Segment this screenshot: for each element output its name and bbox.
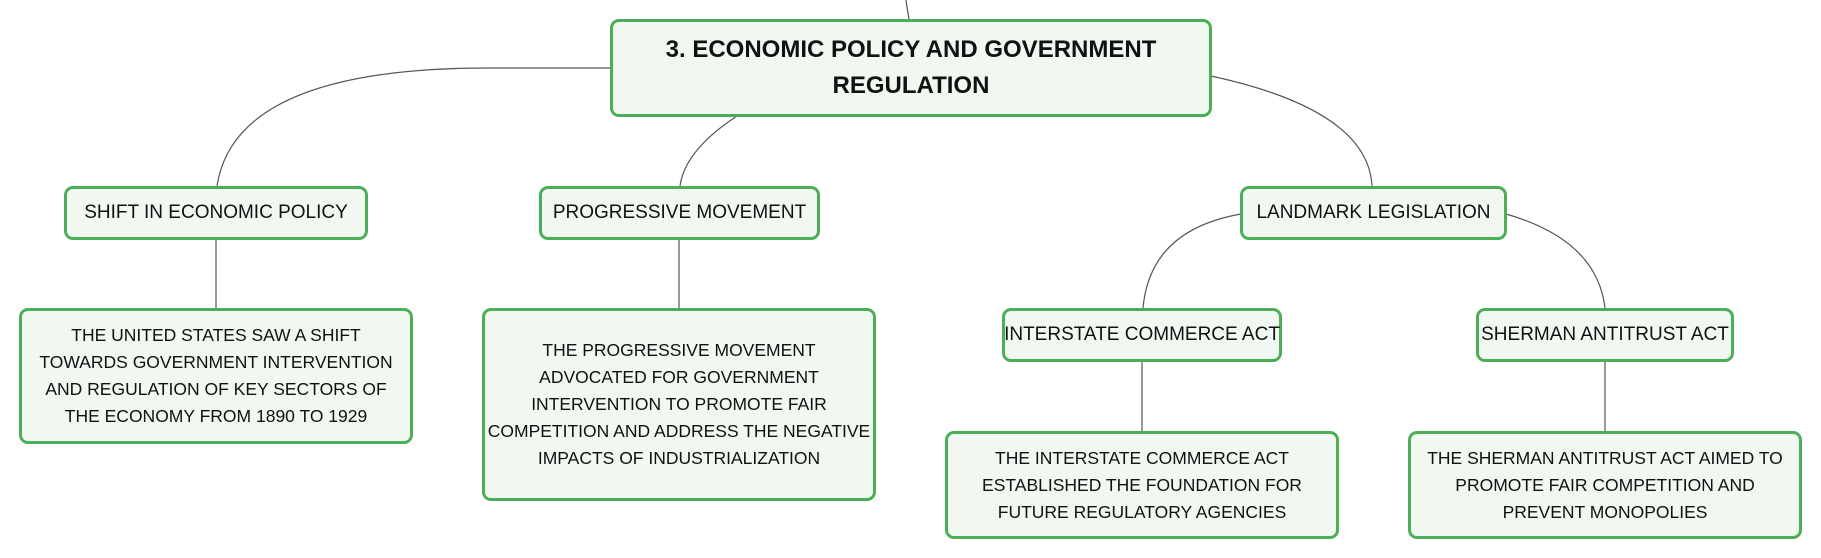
subtopic-sherman-detail[interactable]: THE SHERMAN ANTITRUST ACT AIMED TO PROMO… bbox=[1408, 431, 1802, 539]
subtopic-progressive-detail[interactable]: THE PROGRESSIVE MOVEMENT ADVOCATED FOR G… bbox=[482, 308, 876, 501]
subtopic-text: THE SHERMAN ANTITRUST ACT AIMED TO PROMO… bbox=[1427, 447, 1783, 522]
subtopic-sherman-antitrust-act[interactable]: SHERMAN ANTITRUST ACT bbox=[1476, 308, 1734, 362]
connector-parent-to-root bbox=[905, 0, 910, 20]
connector-landmark-to-interstate bbox=[1142, 213, 1242, 309]
subtopic-shift-detail[interactable]: THE UNITED STATES SAW A SHIFT TOWARDS GO… bbox=[19, 308, 413, 444]
topic-shift-in-economic-policy[interactable]: SHIFT IN ECONOMIC POLICY bbox=[64, 186, 368, 240]
root-topic[interactable]: 3. ECONOMIC POLICY AND GOVERNMENT REGULA… bbox=[610, 19, 1212, 117]
topic-label: SHIFT IN ECONOMIC POLICY bbox=[84, 202, 348, 223]
root-topic-label: 3. ECONOMIC POLICY AND GOVERNMENT REGULA… bbox=[665, 36, 1157, 99]
subtopic-label: INTERSTATE COMMERCE ACT bbox=[1004, 324, 1280, 345]
connector-root-to-progressive bbox=[679, 115, 738, 187]
topic-progressive-movement[interactable]: PROGRESSIVE MOVEMENT bbox=[539, 186, 820, 240]
topic-label: LANDMARK LEGISLATION bbox=[1256, 202, 1491, 223]
connector-root-to-landmark bbox=[1210, 75, 1373, 187]
subtopic-label: SHERMAN ANTITRUST ACT bbox=[1481, 324, 1729, 345]
connector-root-to-shift bbox=[216, 67, 610, 187]
subtopic-text: THE INTERSTATE COMMERCE ACT ESTABLISHED … bbox=[982, 447, 1302, 522]
subtopic-interstate-commerce-act[interactable]: INTERSTATE COMMERCE ACT bbox=[1002, 308, 1282, 362]
subtopic-text: THE PROGRESSIVE MOVEMENT ADVOCATED FOR G… bbox=[487, 340, 871, 468]
subtopic-text: THE UNITED STATES SAW A SHIFT TOWARDS GO… bbox=[39, 325, 393, 426]
connector-landmark-to-sherman bbox=[1505, 213, 1606, 309]
topic-landmark-legislation[interactable]: LANDMARK LEGISLATION bbox=[1240, 186, 1507, 240]
subtopic-interstate-detail[interactable]: THE INTERSTATE COMMERCE ACT ESTABLISHED … bbox=[945, 431, 1339, 539]
topic-label: PROGRESSIVE MOVEMENT bbox=[552, 202, 807, 223]
